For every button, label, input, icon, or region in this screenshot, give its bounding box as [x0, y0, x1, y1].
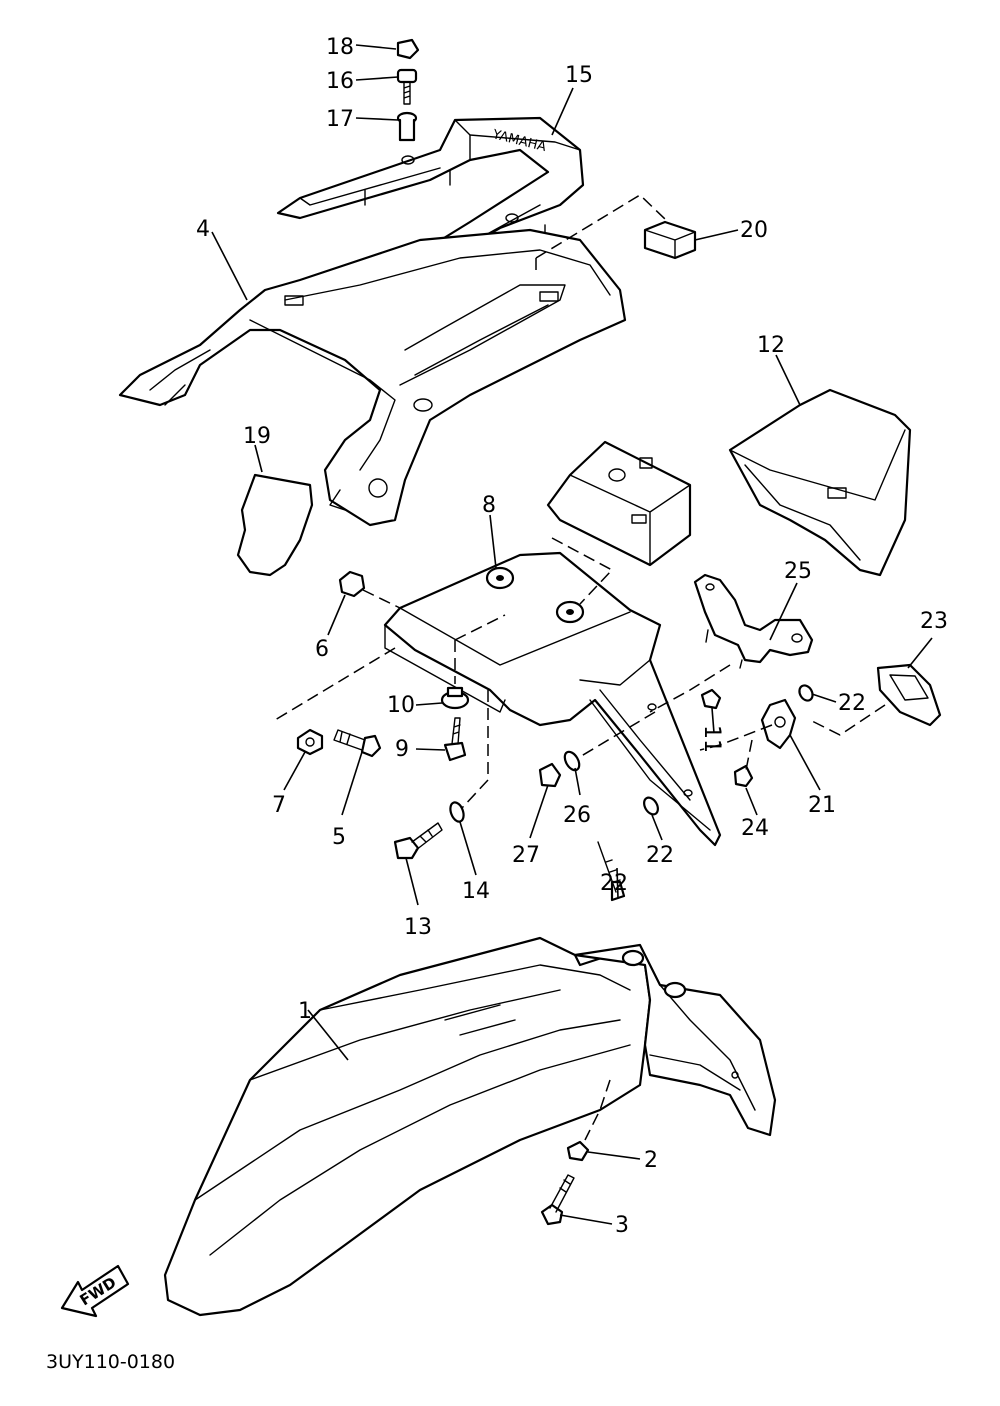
callout-13: 13	[404, 915, 432, 940]
callout-21: 21	[808, 793, 836, 818]
callout-12: 12	[757, 333, 785, 358]
license-light-part	[876, 663, 942, 727]
callout-5: 5	[332, 825, 346, 850]
nut-2	[566, 1140, 590, 1162]
callout-26: 25	[784, 559, 812, 584]
callout-11: 11	[699, 725, 724, 753]
callout-16: 16	[326, 69, 354, 94]
callout-7: 7	[272, 793, 286, 818]
callout-28: 27	[512, 843, 540, 868]
battery-case-part	[728, 388, 912, 577]
assembly-lines	[274, 194, 886, 1141]
bolt-5	[333, 729, 382, 758]
callout-15: 15	[565, 63, 593, 88]
callout-23: 22	[600, 871, 628, 896]
washer-22-upper	[798, 684, 814, 702]
license-bracket-part	[693, 573, 814, 669]
callout-19: 19	[243, 424, 271, 449]
callout-9: 9	[395, 737, 409, 762]
catalog-code: 3UY110-0180	[46, 1351, 175, 1373]
callout-27: 26	[563, 803, 591, 828]
rear-cover-part	[118, 228, 627, 527]
nut-25	[733, 764, 754, 788]
callout-25: 24	[741, 816, 769, 841]
callout-20: 20	[740, 218, 768, 243]
bolt-16	[396, 68, 418, 105]
callout-3: 3	[615, 1213, 629, 1238]
callout-1: 1	[298, 999, 312, 1024]
forward-arrow: FWD	[60, 1264, 130, 1318]
callout-8: 8	[482, 493, 496, 518]
callout-10: 10	[387, 693, 415, 718]
callout-17: 17	[326, 107, 354, 132]
callout-6: 6	[315, 637, 329, 662]
callout-24: 23	[920, 609, 948, 634]
washer-22-lower	[643, 796, 659, 816]
grommet-10	[440, 686, 470, 710]
rear-fender-part	[163, 936, 777, 1317]
callout-22-lower: 22	[646, 843, 674, 868]
reflector-part	[760, 698, 797, 750]
washer-27	[563, 750, 581, 772]
callout-labels: 18 16 17 15 4 20 12 19 8 25 23 6 10 22 1…	[196, 35, 948, 1238]
bolt-3	[540, 1174, 575, 1226]
cap-nut-7	[296, 728, 324, 756]
nut-6	[338, 570, 366, 598]
collar-17	[396, 111, 418, 142]
washer-14	[449, 801, 465, 823]
callout-14: 14	[462, 879, 490, 904]
rubber-block-part	[643, 220, 697, 260]
callout-22-upper: 22	[838, 691, 866, 716]
bracket-part	[546, 440, 692, 567]
pad-part	[236, 473, 314, 577]
cap-18	[396, 38, 420, 60]
bolt-9	[443, 717, 467, 762]
bolt-13	[393, 822, 443, 860]
nut-28	[538, 762, 562, 788]
inner-fender-part	[383, 551, 722, 847]
nut-11	[700, 688, 722, 710]
callout-18: 18	[326, 35, 354, 60]
callout-2: 2	[644, 1148, 658, 1173]
callout-leaders	[211, 44, 933, 1225]
callout-4: 4	[196, 217, 210, 242]
